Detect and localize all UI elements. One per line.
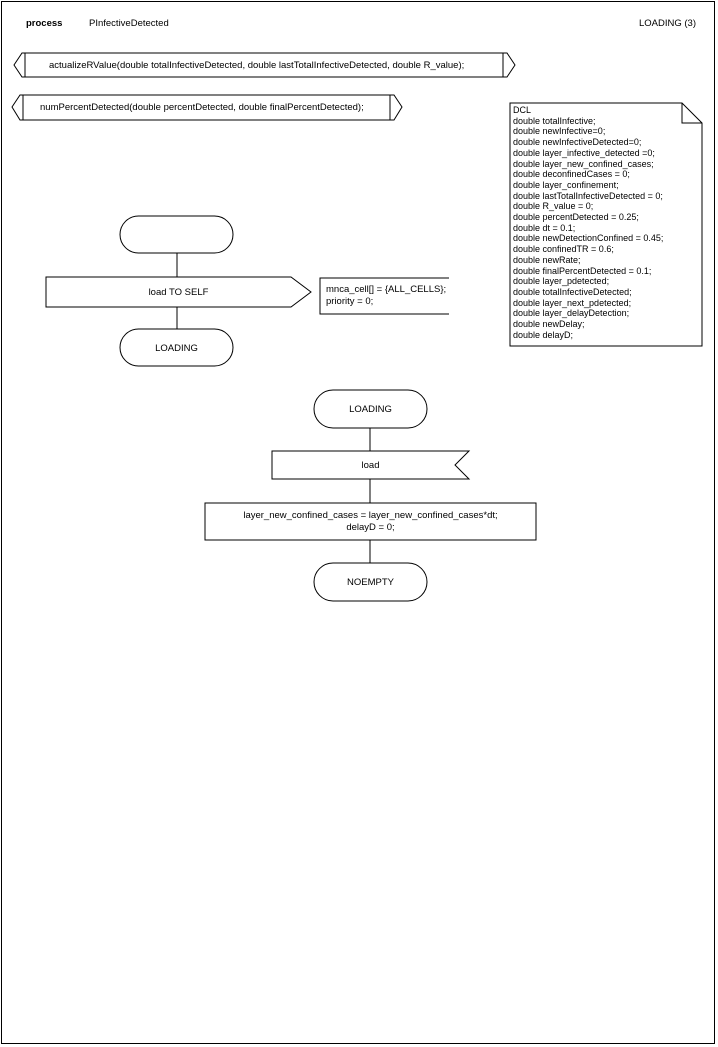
procedure-label-actualize-r-value: actualizeRValue(double totalInfectiveDet… [49,60,465,71]
process-keyword: process [26,18,63,29]
dcl-line: double dt = 0.1; [513,222,576,233]
dcl-line: double deconfinedCases = 0; [513,169,630,180]
dcl-line: double newInfective=0; [513,126,606,137]
dcl-line: double layer_confinement; [513,179,619,190]
task-line: delayD = 0; [346,522,395,533]
next-state-label-loading: LOADING [155,343,198,354]
next-state-symbol-loading[interactable] [119,328,234,367]
output-comment-line: mnca_cell[] = {ALL_CELLS}; [326,284,447,295]
procedure-label-num-percent-detected: numPercentDetected(double percentDetecte… [40,102,364,113]
dcl-line: double finalPercentDetected = 0.1; [513,265,652,276]
process-name: PInfectiveDetected [89,18,169,29]
start-symbol[interactable] [119,215,234,254]
dcl-line: double layer_delayDetection; [513,308,630,319]
dcl-text-box [509,102,703,347]
dcl-line: double layer_new_confined_cases; [513,158,654,169]
dcl-line: double percentDetected = 0.25; [513,212,639,223]
input-signal-symbol[interactable] [271,450,471,480]
dcl-line: double R_value = 0; [513,201,594,212]
output-signal-symbol[interactable] [45,276,312,308]
dcl-line: double layer_pdetected; [513,276,610,287]
dcl-line: double totalInfectiveDetected; [513,286,632,297]
input-signal-label: load [361,460,380,471]
procedure-symbol-actualize-r-value[interactable] [13,52,516,78]
dcl-line: double confinedTR = 0.6; [513,244,614,255]
task-line: layer_new_confined_cases = layer_new_con… [243,510,498,521]
dcl-line: double newDelay; [513,319,585,330]
dcl-line: double newRate; [513,254,581,265]
next-state-symbol-noempty[interactable] [313,562,428,602]
next-state-label-noempty: NOEMPTY [347,577,394,588]
procedure-symbol-num-percent-detected[interactable] [11,94,403,121]
output-comment-line: priority = 0; [326,296,374,307]
output-comment-bracket [319,277,449,315]
dcl-line: double newDetectionConfined = 0.45; [513,233,664,244]
output-signal-label: load TO SELF [148,287,209,298]
dcl-declarations: DCL double totalInfective; double newInf… [513,105,663,340]
dcl-line: double totalInfective; [513,115,596,126]
dcl-line: double layer_infective_detected =0; [513,147,655,158]
page-label: LOADING (3) [639,18,697,29]
dcl-title: DCL [513,105,532,115]
dcl-line: double lastTotalInfectiveDetected = 0; [513,190,663,201]
dcl-line: double delayD; [513,329,574,340]
state-label-loading: LOADING [349,404,392,415]
dcl-line: double newInfectiveDetected=0; [513,137,642,148]
dcl-line: double layer_next_pdetected; [513,297,632,308]
